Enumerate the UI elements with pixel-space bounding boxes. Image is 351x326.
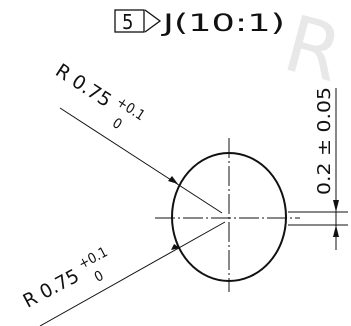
top-radius-lower-tol: 0: [109, 115, 124, 133]
width-dimension: 0.2 ± 0.05: [288, 87, 348, 250]
dim-arrow-bottom: [333, 225, 339, 237]
callout-number: 5: [122, 10, 133, 34]
view-label: J(10:1): [160, 9, 285, 37]
top-radius-prefix: R 0.75: [51, 60, 115, 112]
callout-arrow-shape: [144, 9, 162, 33]
bottom-radius-annotation: R 0.75 +0.1 0: [20, 244, 111, 313]
bottom-radius-upper-tol: +0.1: [76, 244, 111, 272]
callout-box: [114, 9, 145, 33]
top-radius-annotation: R 0.75 +0.1 0: [51, 60, 147, 133]
width-dimension-text: 0.2 ± 0.05: [314, 87, 335, 195]
bottom-radius-lower-tol: 0: [92, 268, 107, 286]
bottom-radius-leader: [39, 221, 226, 326]
bottom-radius-prefix: R 0.75: [20, 265, 83, 313]
dim-arrow-top: [333, 200, 339, 212]
top-radius-leader: [59, 107, 223, 214]
watermark-text: R: [275, 0, 351, 100]
detail-callout: 5 J(10:1): [114, 9, 285, 37]
